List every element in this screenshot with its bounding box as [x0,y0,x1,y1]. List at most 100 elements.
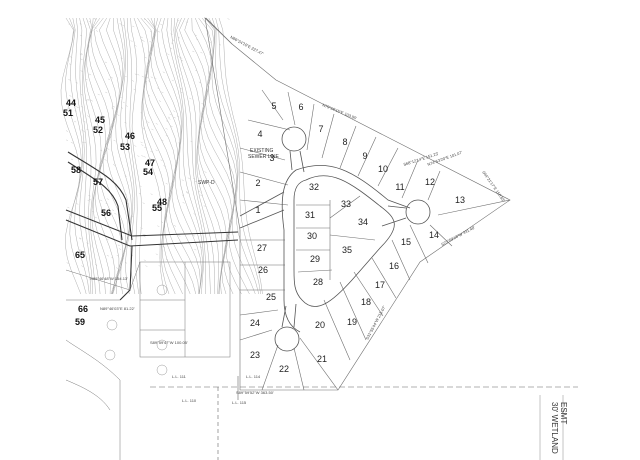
contour-line [174,17,215,295]
terrain-mark [181,59,184,62]
contour-line [93,17,123,295]
terrain-mark [204,171,207,173]
terrain-mark [169,47,172,49]
terrain-mark [80,70,83,72]
terrain-mark [137,74,140,76]
terrain-mark [133,88,136,91]
contour-line [83,17,101,295]
lot-number-24: 24 [250,318,260,328]
contour-line [205,17,250,295]
lot-number-34: 34 [358,217,368,227]
terrain-mark [189,97,192,100]
terrain-mark [181,194,184,196]
lot-number-32: 32 [309,182,319,192]
terrain-mark [160,159,163,161]
contour-line [218,17,263,295]
terrain-mark [149,30,153,33]
terrain-mark [124,175,127,177]
terrain-mark [143,18,147,21]
terrain-mark [194,181,198,183]
contour-line [106,17,129,295]
terrain-mark [105,202,108,205]
terrain-mark [109,136,112,138]
terrain-mark [160,23,163,26]
terrain-mark [144,56,147,59]
lot-number-11: 11 [395,182,404,192]
lot-lines [204,17,511,391]
terrain-mark [165,183,168,185]
lot-number-58: 58 [71,165,81,175]
terrain-mark [67,206,70,209]
terrain-mark [75,82,78,84]
lot-number-19: 19 [347,317,357,327]
terrain-mark [143,235,146,238]
terrain-mark [94,216,97,219]
contour-line [75,17,92,295]
terrain-mark [81,141,84,143]
lot-number-2: 2 [255,178,260,188]
dimension-label: S89°59'47"W 100.05' [150,340,188,345]
lot-number-22: 22 [279,364,289,374]
terrain-mark [173,110,176,112]
wetland-easement [539,395,564,460]
lot-number-23: 23 [250,350,260,360]
terrain-mark [151,207,154,209]
terrain-mark [143,259,146,261]
terrain-mark [74,105,77,108]
contour-line [60,17,81,295]
dimension-label: L.L. 114 [246,374,261,379]
contour-line [88,17,116,295]
lot-number-33: 33 [341,199,351,209]
terrain-mark [122,24,125,27]
terrain-mark [180,91,183,94]
terrain-mark [74,110,77,112]
contour-line [201,17,242,295]
terrain-mark [203,205,206,207]
cul-de-sac-south [274,326,300,352]
lot-number-56: 56 [101,208,111,218]
terrain-mark [87,115,90,117]
terrain-mark [145,76,149,79]
dimension-label: L.L. 115 [232,400,247,405]
terrain-mark [68,214,71,216]
lot-number-17: 17 [375,280,385,290]
terrain-mark [170,125,173,128]
terrain-mark [74,120,77,123]
lot-number-66: 66 [78,304,88,314]
terrain-mark [69,63,72,65]
contour-line [110,17,131,295]
lot-number-31: 31 [305,210,315,220]
terrain-mark [177,19,180,22]
terrain-mark [130,40,133,42]
contour-line [79,17,93,295]
contour-line [70,17,90,295]
lot-number-45: 45 [95,115,105,125]
lot-number-4: 4 [257,129,262,139]
lot-number-14: 14 [429,230,439,240]
terrain-mark [90,100,94,102]
terrain-mark [88,198,91,201]
terrain-mark [134,45,137,47]
terrain-mark [149,41,152,43]
contour-line [140,17,176,295]
terrain-mark [167,116,170,119]
terrain-mark [124,193,127,196]
terrain-mark [142,202,145,204]
terrain-mark [200,52,203,54]
parcel-markers [104,284,168,376]
terrain-mark [124,122,127,124]
terrain-mark [71,115,75,117]
terrain-mark [132,25,135,28]
contour-line [130,17,143,295]
terrain-mark [88,21,91,23]
terrain-mark [161,139,164,141]
lot-number-5: 5 [271,101,276,111]
terrain-mark [210,25,213,27]
terrain-mark [140,39,144,41]
contour-line [123,17,136,295]
dimension-label: S23°59'18"W 331.48' [440,225,476,247]
terrain-mark [142,233,145,236]
terrain-mark [178,142,181,144]
lot-number-65: 65 [75,250,85,260]
cul-de-sac-north [281,126,307,152]
